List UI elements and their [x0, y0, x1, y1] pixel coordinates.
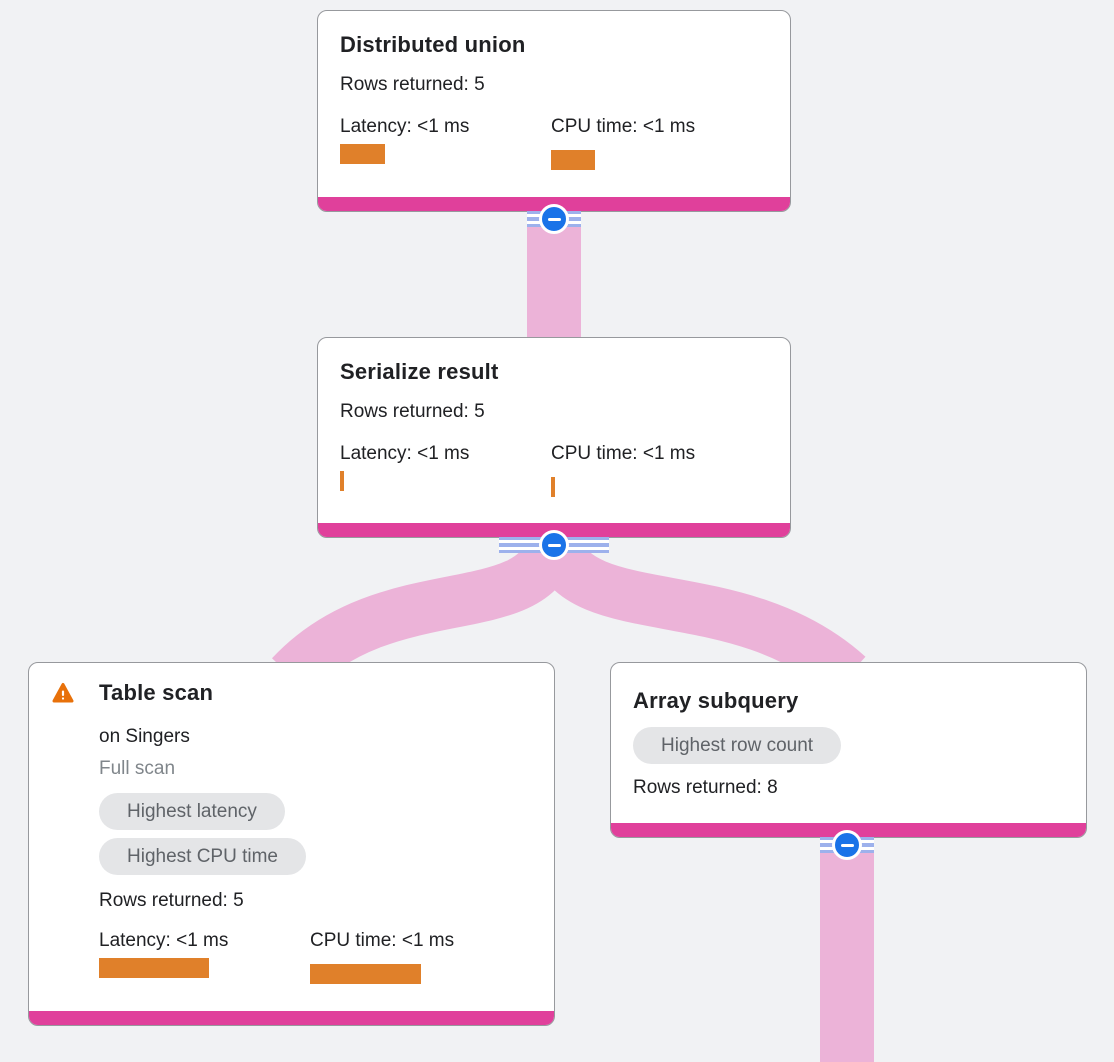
- cpu-label: CPU time: <1 ms: [551, 443, 696, 464]
- cpu-bar: [551, 477, 555, 497]
- highest-row-count-badge: Highest row count: [633, 727, 842, 764]
- scan-type-label: Full scan: [99, 758, 176, 779]
- node-card-distributed-union[interactable]: Distributed union Rows returned: 5 Laten…: [317, 10, 791, 212]
- node-card-table-scan[interactable]: Table scan on Singers Full scan Highest …: [28, 662, 555, 1026]
- collapse-button-serialize-result[interactable]: [499, 530, 609, 561]
- metrics-row: Latency: <1 ms CPU time: <1 ms: [99, 929, 532, 984]
- collapse-minus-icon[interactable]: [539, 530, 569, 560]
- rows-returned: Rows returned: 8: [633, 777, 778, 798]
- badge-row: Highest latency: [99, 793, 532, 830]
- collapse-minus-icon[interactable]: [832, 830, 862, 860]
- highest-cpu-time-badge: Highest CPU time: [99, 838, 306, 875]
- latency-bar: [340, 144, 385, 164]
- node-card-serialize-result[interactable]: Serialize result Rows returned: 5 Latenc…: [317, 337, 791, 538]
- highest-latency-badge: Highest latency: [99, 793, 285, 830]
- latency-label: Latency: <1 ms: [340, 443, 470, 464]
- title-row: Table scan: [51, 679, 532, 707]
- rows-returned: Rows returned: 5: [99, 890, 244, 911]
- rows-returned: Rows returned: 5: [340, 74, 485, 95]
- node-accent-bar: [29, 1011, 554, 1025]
- metrics-row: Latency: <1 ms CPU time: <1 ms: [340, 115, 768, 170]
- node-title: Array subquery: [633, 688, 799, 713]
- latency-label: Latency: <1 ms: [340, 116, 470, 137]
- node-card-array-subquery[interactable]: Array subquery Highest row count Rows re…: [610, 662, 1087, 838]
- badge-row: Highest row count: [633, 727, 1064, 764]
- node-title: Distributed union: [340, 32, 526, 57]
- cpu-metric: CPU time: <1 ms: [551, 115, 762, 170]
- cpu-label: CPU time: <1 ms: [310, 930, 455, 951]
- node-title: Table scan: [99, 680, 214, 705]
- latency-bar: [340, 471, 344, 491]
- node-subtitle: on Singers: [99, 726, 190, 747]
- cpu-metric: CPU time: <1 ms: [310, 929, 521, 984]
- minus-glyph: [840, 843, 854, 847]
- latency-label: Latency: <1 ms: [99, 930, 229, 951]
- metrics-row: Latency: <1 ms CPU time: <1 ms: [340, 442, 768, 497]
- edge-serialize-result-table-scan: [271, 536, 578, 695]
- minus-glyph: [547, 543, 561, 547]
- collapse-button-distributed-union[interactable]: [527, 204, 581, 235]
- cpu-bar: [551, 150, 595, 170]
- latency-metric: Latency: <1 ms: [340, 442, 551, 497]
- latency-metric: Latency: <1 ms: [340, 115, 551, 170]
- cpu-bar: [310, 964, 421, 984]
- edge-serialize-result-array-subquery: [531, 536, 866, 696]
- node-title: Serialize result: [340, 359, 499, 384]
- cpu-metric: CPU time: <1 ms: [551, 442, 762, 497]
- badge-row: Highest CPU time: [99, 838, 532, 875]
- cpu-label: CPU time: <1 ms: [551, 116, 696, 137]
- collapse-minus-icon[interactable]: [539, 204, 569, 234]
- collapse-button-array-subquery[interactable]: [820, 830, 874, 861]
- latency-bar: [99, 958, 209, 978]
- minus-glyph: [547, 217, 561, 221]
- rows-returned: Rows returned: 5: [340, 401, 485, 422]
- latency-metric: Latency: <1 ms: [99, 929, 310, 984]
- warning-icon: [52, 683, 74, 703]
